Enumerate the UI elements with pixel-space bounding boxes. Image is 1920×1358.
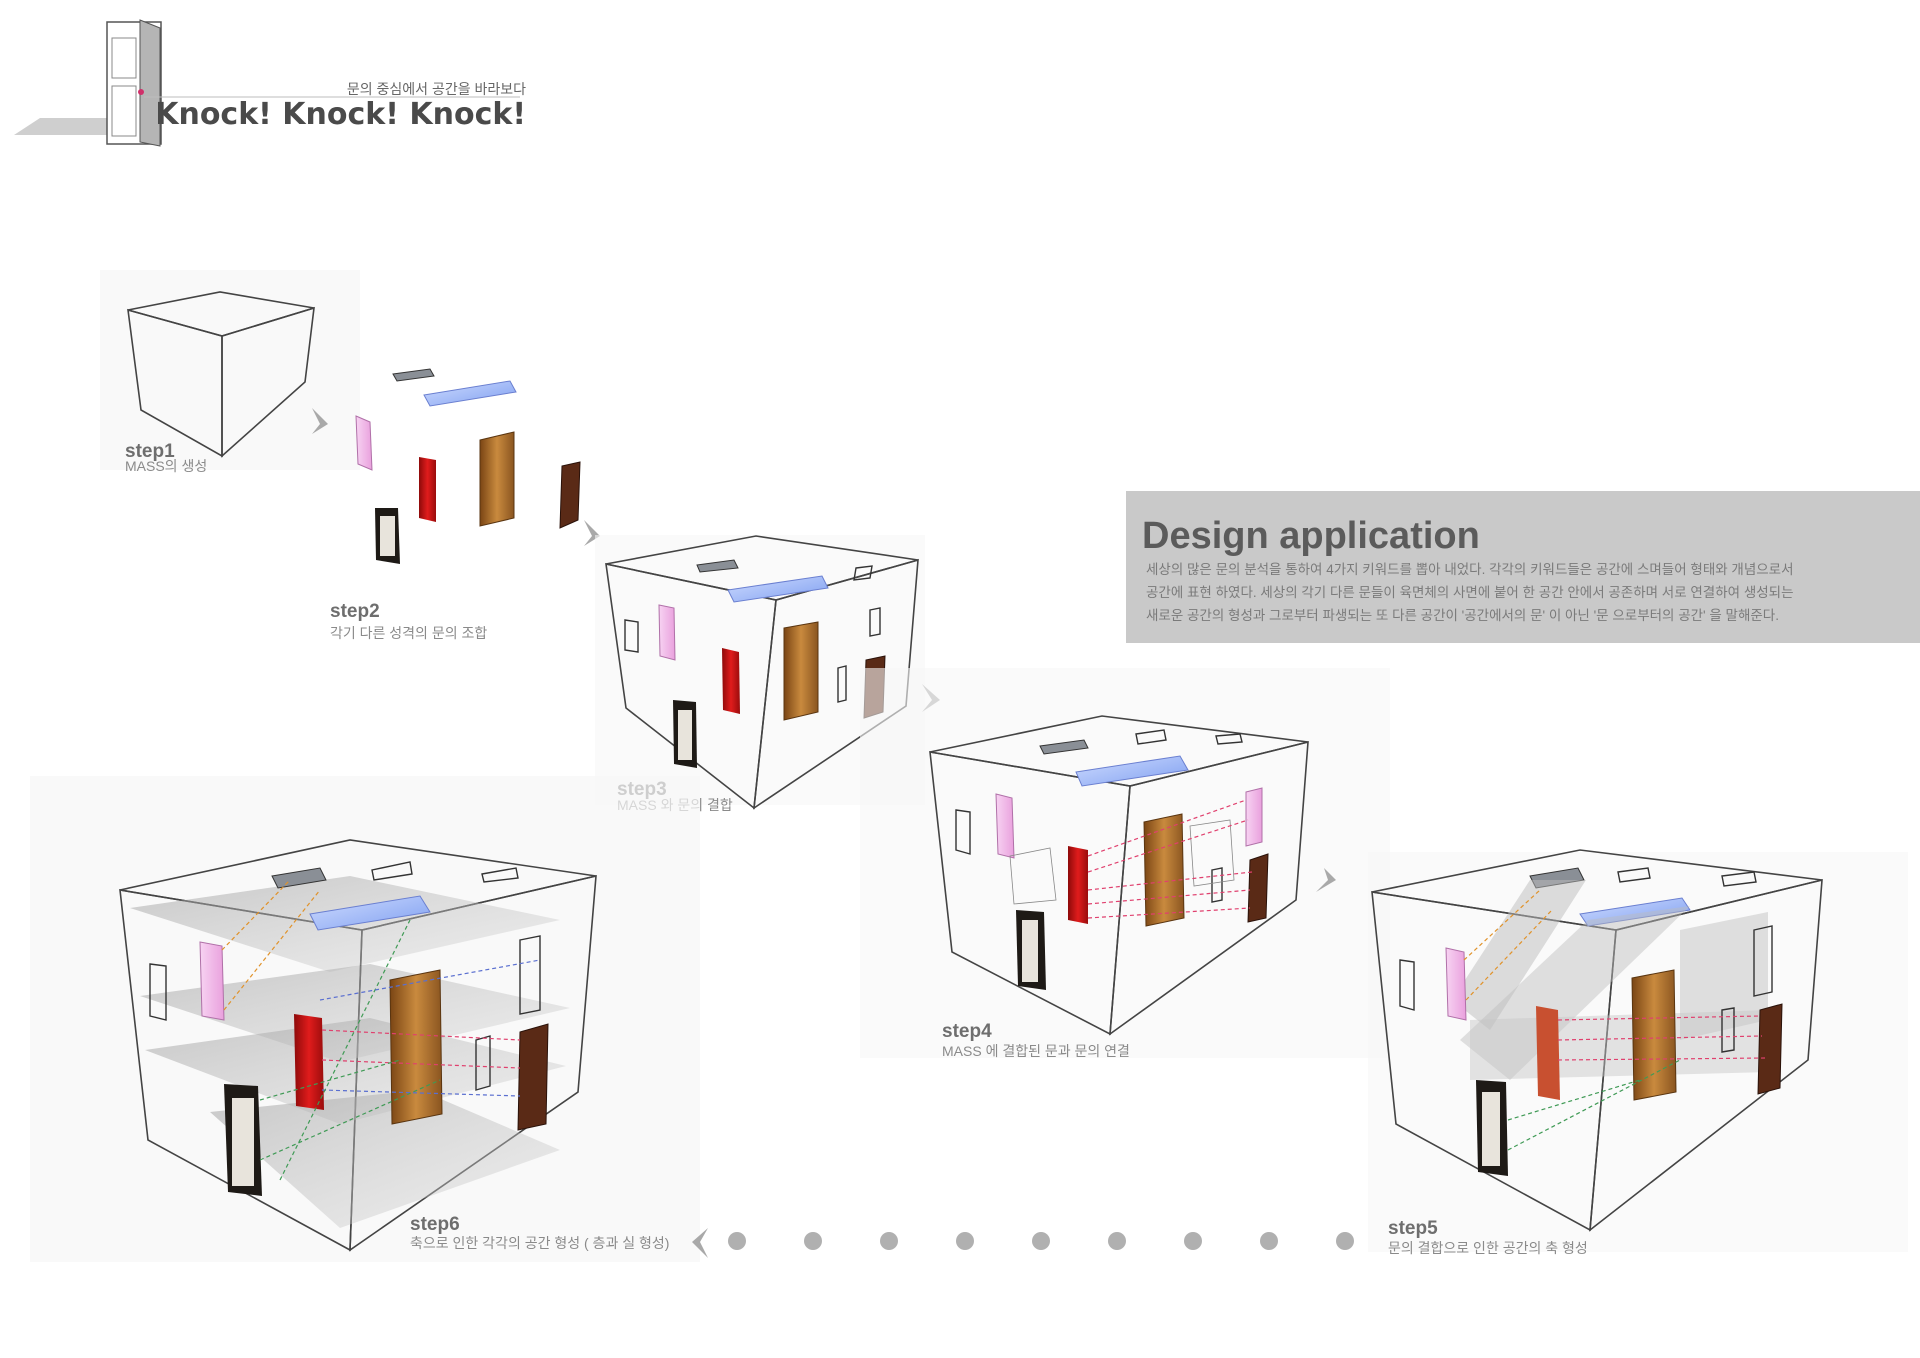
timeline-dot [804,1232,822,1250]
timeline-dot [1336,1232,1354,1250]
step1-mass-cube [100,270,360,470]
timeline-dot [1184,1232,1202,1250]
chevron-right-icon [312,408,328,434]
step2-label: step2 [330,601,380,622]
step4-caption: MASS 에 결합된 문과 문의 연결 [942,1043,1130,1059]
design-application-line-2: 공간에 표현 하였다. 세상의 각기 다른 문들이 육면체의 사면에 붙어 한 … [1146,585,1794,600]
step5-axis-formation [1368,849,1908,1252]
step4-label: step4 [942,1021,992,1042]
step5-label: step5 [1388,1218,1438,1239]
header-logo: 문의 중심에서 공간을 바라보다 Knock! Knock! Knock! [14,19,526,147]
timeline-dot [956,1232,974,1250]
header-subtitle: 문의 중심에서 공간을 바라보다 [347,81,526,97]
design-application-title: Design application [1142,515,1480,557]
design-application-line-1: 세상의 많은 문의 분석을 통하여 4가지 키워드를 뽑아 내었다. 각각의 키… [1146,562,1794,577]
step1-caption: MASS의 생성 [125,458,207,474]
chevron-left-icon [692,1228,708,1258]
step6-caption: 축으로 인한 각각의 공간 형성 ( 층과 실 형성) [410,1235,669,1251]
step4-door-connections [860,668,1390,1058]
design-application-line-3: 새로운 공간의 형성과 그로부터 파생되는 또 다른 공간이 '공간에서의 문'… [1146,608,1779,623]
timeline-dot [880,1232,898,1250]
design-application-panel: Design application 세상의 많은 문의 분석을 통하여 4가지… [1126,491,1920,643]
timeline-dot [1108,1232,1126,1250]
chevron-right-icon [1316,868,1336,892]
step6-space-formation [30,776,700,1262]
step2-caption: 각기 다른 성격의 문의 조합 [330,625,487,641]
step2-door-set [355,368,581,564]
timeline-dot [728,1232,746,1250]
door-icon [106,19,162,147]
chevron-right-icon [584,520,600,546]
step1-label: step1 [125,441,175,462]
header-title: Knock! Knock! Knock! [155,97,526,132]
timeline-dot [1032,1232,1050,1250]
timeline-dot [1260,1232,1278,1250]
step6-label: step6 [410,1214,460,1235]
progress-dots [692,1228,1354,1258]
step5-caption: 문의 결합으로 인한 공간의 축 형성 [1388,1240,1588,1256]
